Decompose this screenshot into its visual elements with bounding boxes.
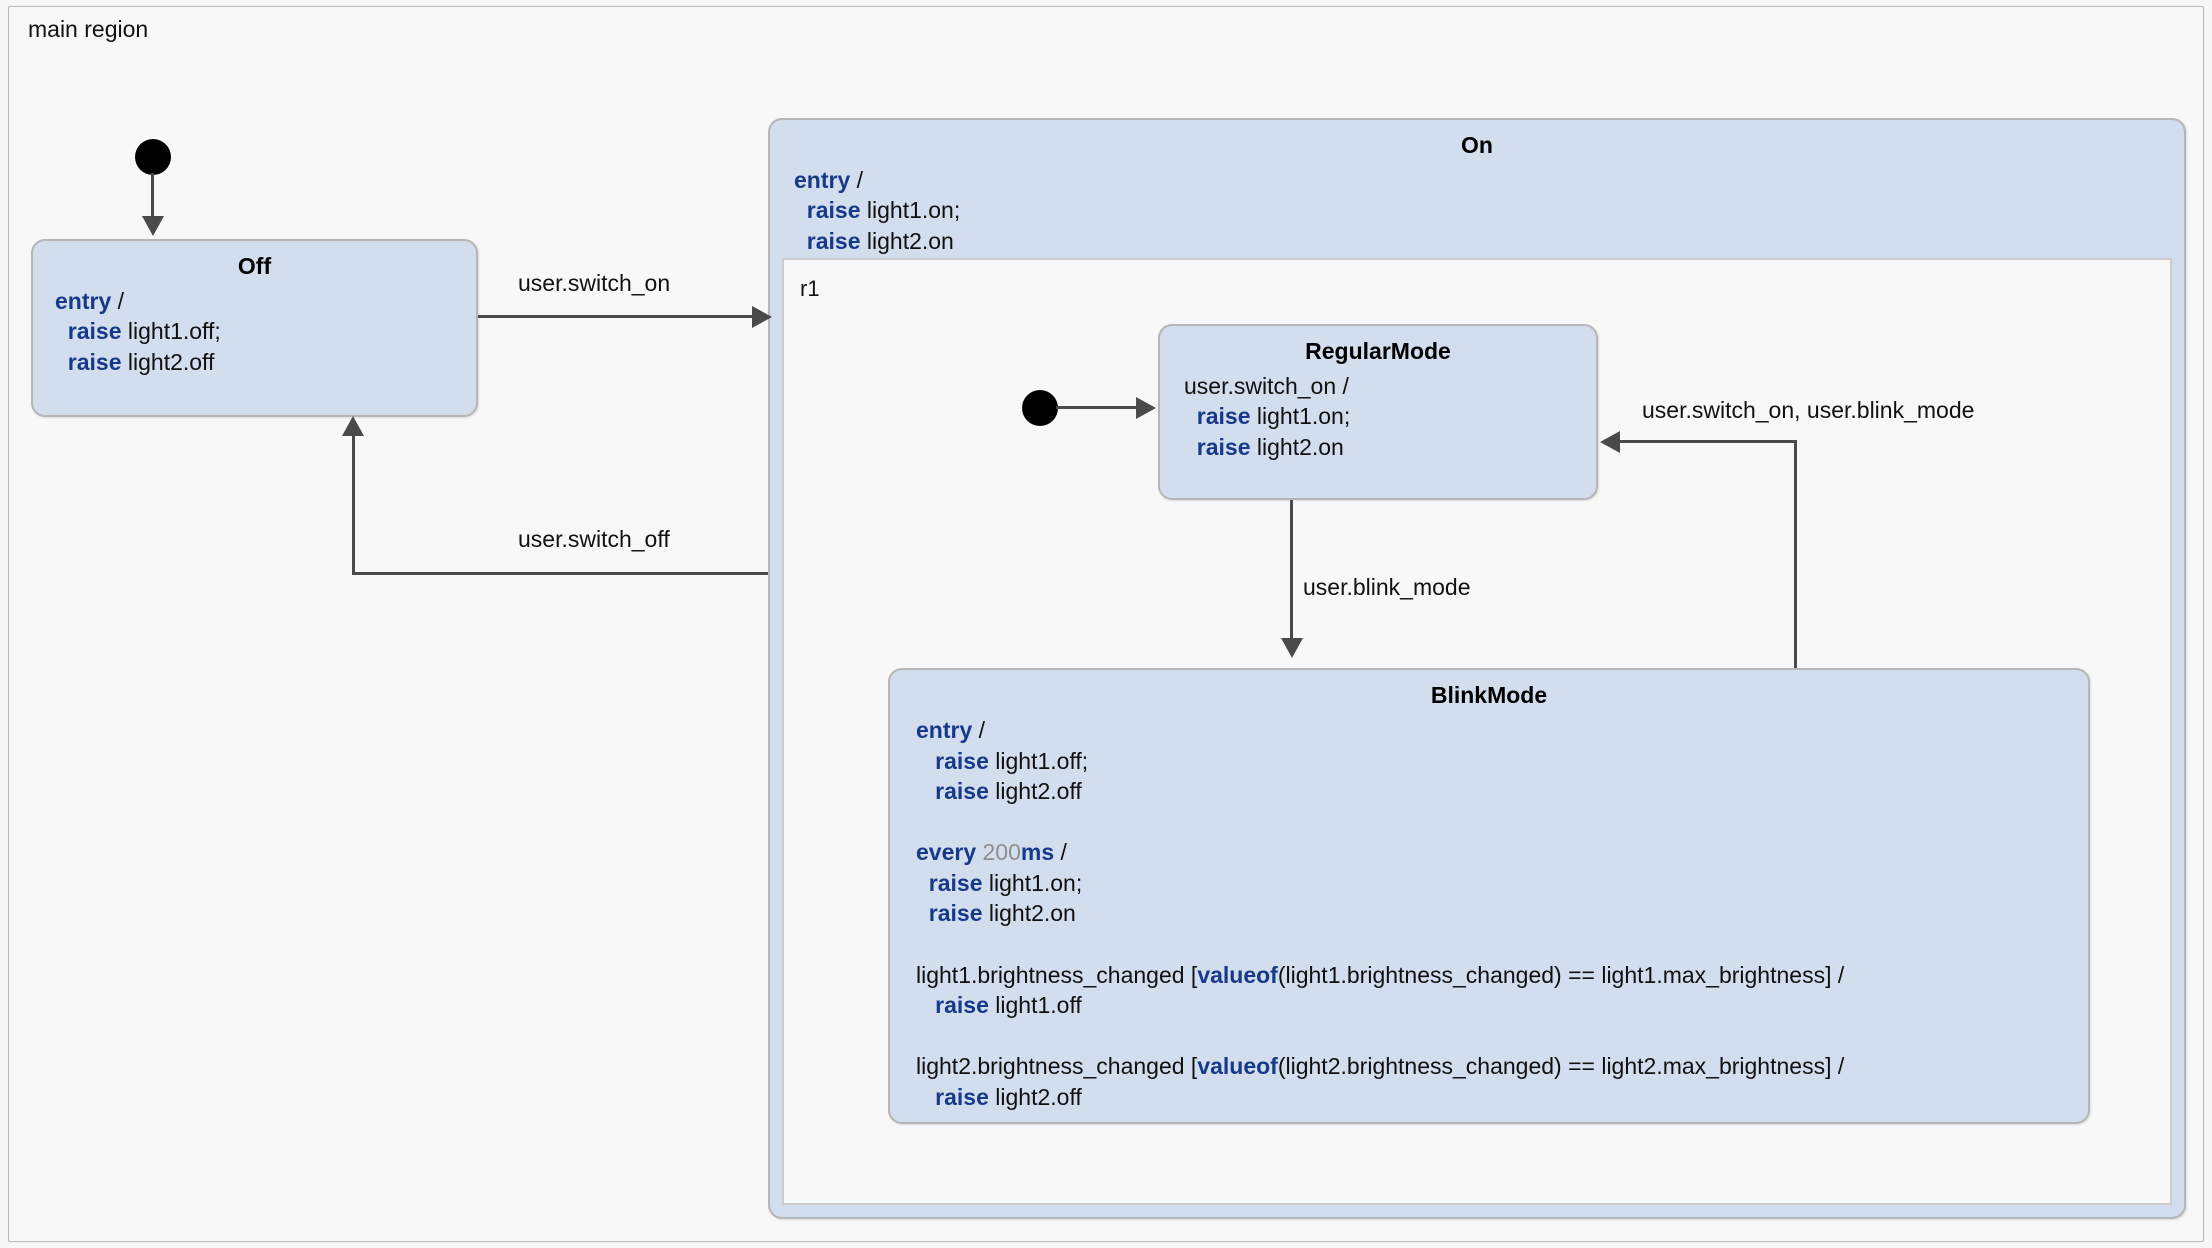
state-on-title: On <box>1461 132 1493 158</box>
state-blink-mode-body: entry / raise light1.off; raise light2.o… <box>916 717 1845 1110</box>
arrowhead-initial-to-regular-mode <box>1136 397 1156 419</box>
arrowhead-off-to-on <box>752 306 772 328</box>
edge-label-regular-to-blink: user.blink_mode <box>1303 574 1471 600</box>
state-off[interactable]: Off entry / raise light1.off; raise ligh… <box>31 239 478 417</box>
arrowhead-blink-to-regular <box>1600 431 1620 453</box>
main-region-label: main region <box>28 16 149 42</box>
edge-label-blink-to-regular: user.switch_on, user.blink_mode <box>1642 397 1975 423</box>
state-regular-mode-body: user.switch_on / raise light1.on; raise … <box>1184 373 1351 460</box>
edge-on-to-off-horizontal <box>352 572 768 575</box>
state-on-body: entry / raise light1.on; raise light2.on <box>794 167 961 254</box>
arrowhead-on-to-off <box>342 416 364 436</box>
edge-blink-to-regular-vertical <box>1794 440 1797 674</box>
state-regular-mode[interactable]: RegularMode user.switch_on / raise light… <box>1158 324 1598 500</box>
edge-initial-to-off <box>151 173 154 219</box>
edge-blink-to-regular-horizontal <box>1618 440 1797 443</box>
edge-label-on-to-off: user.switch_off <box>518 526 670 552</box>
region-r1-label: r1 <box>800 276 820 301</box>
edge-initial-to-regular-mode <box>1056 406 1140 409</box>
state-blink-mode-title: BlinkMode <box>1430 682 1548 708</box>
state-off-title: Off <box>237 253 272 279</box>
state-blink-mode[interactable]: BlinkMode entry / raise light1.off; rais… <box>888 668 2090 1124</box>
edge-off-to-on <box>478 315 758 318</box>
edge-label-off-to-on: user.switch_on <box>518 270 671 296</box>
edge-on-to-off-vertical <box>352 434 355 575</box>
arrowhead-regular-to-blink <box>1281 638 1303 658</box>
state-regular-mode-title: RegularMode <box>1305 338 1451 364</box>
arrowhead-initial-to-off <box>142 216 164 236</box>
edge-regular-to-blink <box>1290 500 1293 642</box>
state-off-body: entry / raise light1.off; raise light2.o… <box>55 288 221 375</box>
initial-state-node-main <box>135 139 171 175</box>
initial-state-node-r1 <box>1022 390 1058 426</box>
